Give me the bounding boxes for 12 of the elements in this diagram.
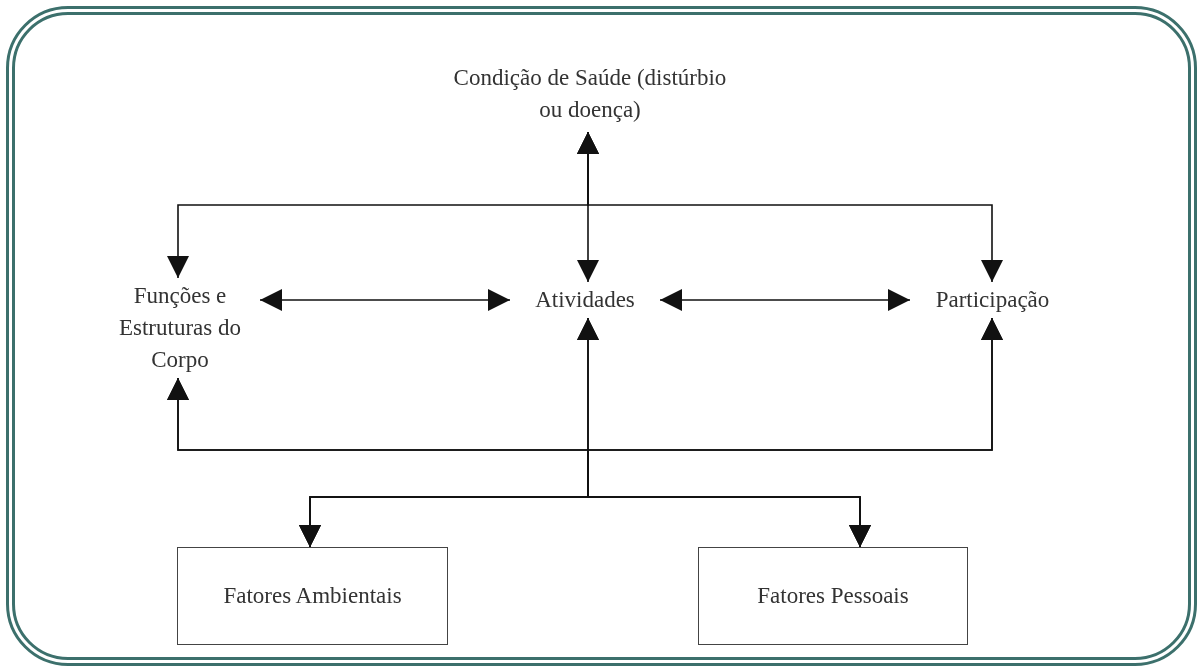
arrow bbox=[659, 289, 911, 311]
factor-box bbox=[177, 547, 448, 645]
node-text: Funções e Estruturas do Corpo bbox=[118, 281, 242, 375]
arrow bbox=[577, 131, 1003, 283]
node-text: Participação bbox=[935, 285, 1050, 314]
node-text: Atividades bbox=[535, 285, 635, 314]
arrow bbox=[259, 289, 511, 311]
node-text: Fatores Pessoais bbox=[757, 581, 909, 610]
arrow bbox=[587, 317, 1003, 548]
factor-box bbox=[698, 547, 968, 645]
node-text: Fatores Ambientais bbox=[223, 581, 402, 610]
node-text: Condição de Saúde (distúrbio ou doença) bbox=[452, 63, 728, 124]
